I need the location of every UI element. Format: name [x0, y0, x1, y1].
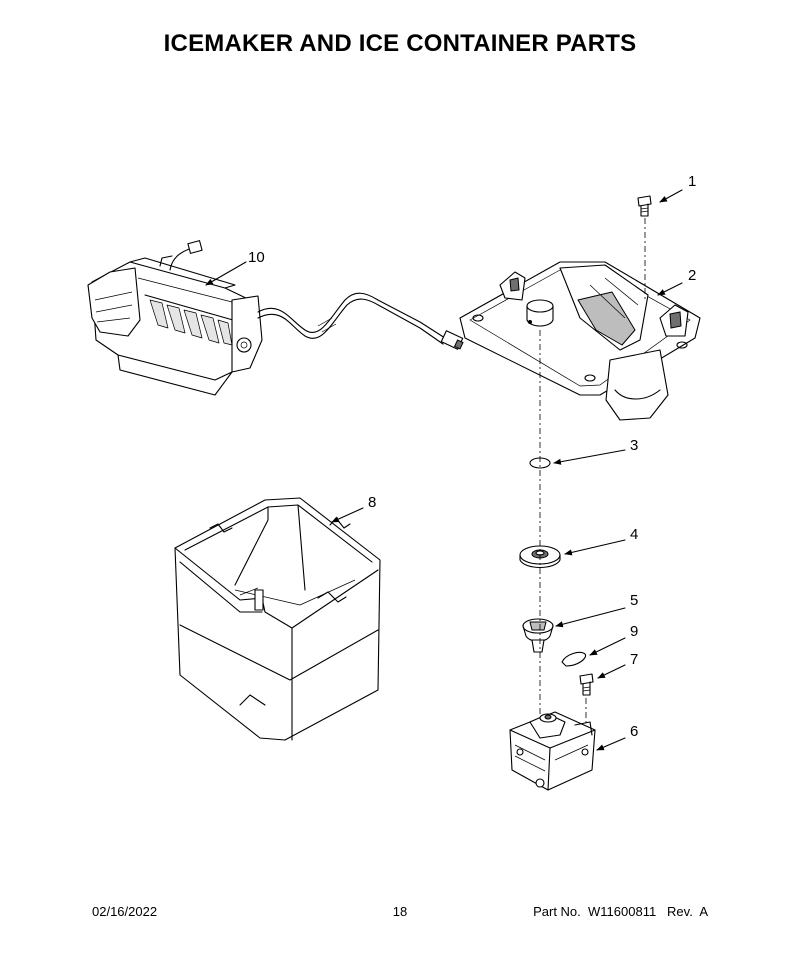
callout-5: 5: [630, 592, 638, 609]
screw-part-1: [637, 195, 652, 217]
callout-9: 9: [630, 623, 638, 640]
coupler-part-5: [522, 618, 554, 653]
footer-part-info: Part No. W11600811 Rev. A: [533, 904, 708, 919]
footer-part-label: Part No.: [533, 904, 581, 919]
callout-leaders: [205, 189, 683, 751]
footer-date: 02/16/2022: [92, 904, 158, 919]
page-title: ICEMAKER AND ICE CONTAINER PARTS: [163, 30, 637, 57]
callout-7: 7: [630, 651, 638, 668]
icemaker-assembly: [87, 240, 464, 396]
callout-1: 1: [688, 173, 696, 190]
footer-page-number: 18: [392, 904, 408, 919]
auger-housing: [459, 261, 701, 421]
footer-revision: Rev. A: [667, 904, 708, 919]
footer-part-number: W11600811: [588, 904, 657, 919]
ice-bucket-part-8: [174, 497, 381, 741]
callout-3: 3: [630, 437, 638, 454]
auger-motor-part-6: [509, 711, 596, 791]
key-part-9: [561, 651, 587, 667]
callout-10: 10: [248, 249, 265, 266]
callout-6: 6: [630, 723, 638, 740]
callout-2: 2: [688, 267, 696, 284]
callout-8: 8: [368, 494, 376, 511]
callout-4: 4: [630, 526, 638, 543]
screw-part-7: [579, 673, 594, 696]
